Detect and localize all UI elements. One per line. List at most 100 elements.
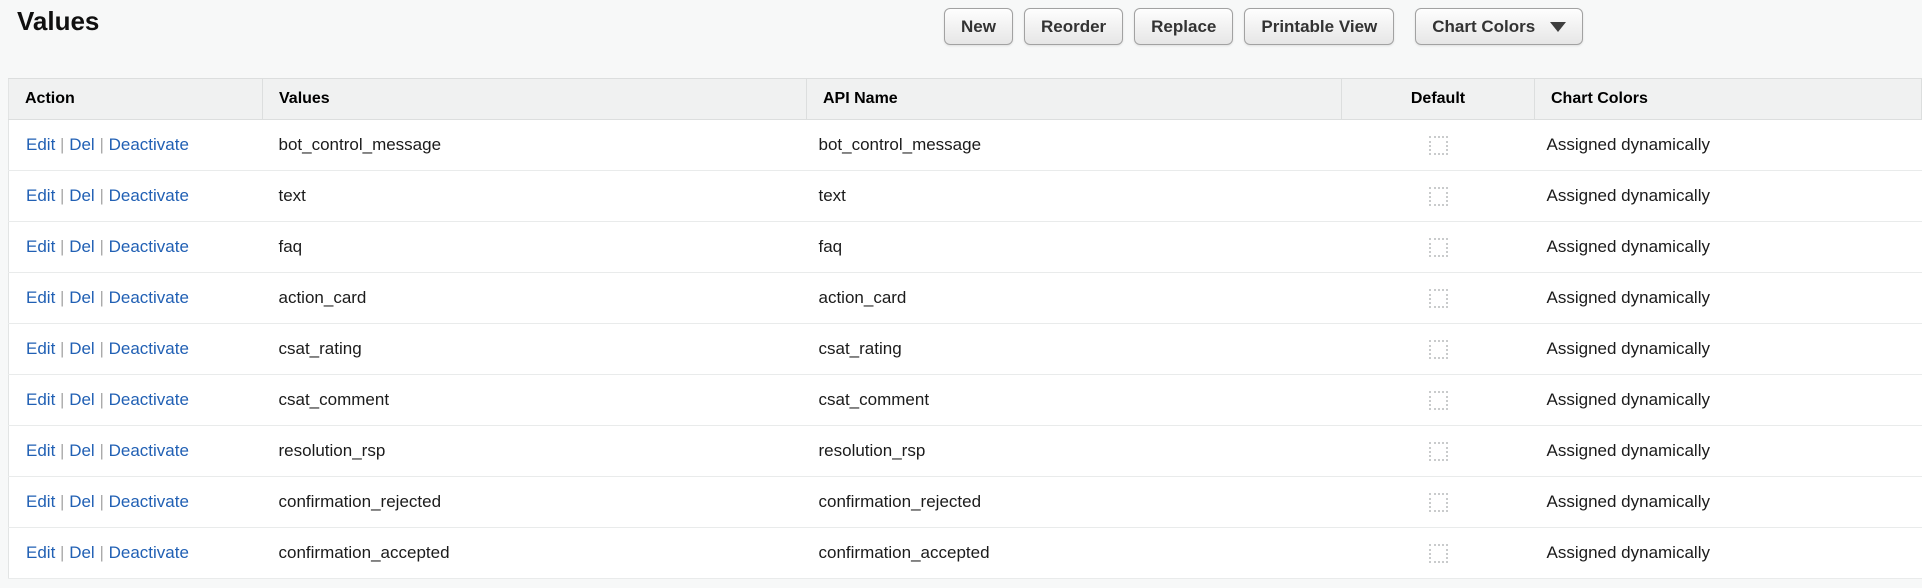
link-separator: |	[60, 186, 65, 205]
default-checkbox	[1428, 340, 1448, 359]
edit-link[interactable]: Edit	[26, 339, 56, 358]
page-title: Values	[17, 6, 100, 36]
del-link[interactable]: Del	[69, 543, 95, 562]
action-cell: Edit | Del | Deactivate	[8, 221, 263, 273]
default-checkbox	[1428, 391, 1448, 410]
link-separator: |	[60, 441, 65, 460]
action-cell: Edit | Del | Deactivate	[8, 119, 263, 171]
value-cell: csat_comment	[262, 374, 807, 426]
del-link[interactable]: Del	[69, 237, 95, 256]
action-cell: Edit | Del | Deactivate	[8, 374, 263, 426]
value-cell: action_card	[262, 272, 807, 324]
deactivate-link[interactable]: Deactivate	[108, 543, 189, 562]
link-separator: |	[60, 288, 65, 307]
reorder-button[interactable]: Reorder	[1023, 8, 1124, 45]
deactivate-link[interactable]: Deactivate	[108, 237, 189, 256]
chart-colors-cell: Assigned dynamically	[1534, 527, 1922, 579]
edit-link[interactable]: Edit	[26, 441, 56, 460]
api-name-cell: faq	[806, 221, 1342, 273]
default-cell	[1341, 221, 1535, 273]
link-separator: |	[99, 135, 104, 154]
column-header-action: Action	[8, 78, 263, 120]
value-cell: faq	[262, 221, 807, 273]
chart-colors-cell: Assigned dynamically	[1534, 119, 1922, 171]
default-checkbox	[1428, 136, 1448, 155]
deactivate-link[interactable]: Deactivate	[108, 390, 189, 409]
chart-colors-cell: Assigned dynamically	[1534, 170, 1922, 222]
del-link[interactable]: Del	[69, 441, 95, 460]
edit-link[interactable]: Edit	[26, 237, 56, 256]
table-row: Edit | Del | Deactivate csat_comment csa…	[8, 374, 1922, 426]
deactivate-link[interactable]: Deactivate	[108, 441, 189, 460]
api-name-cell: confirmation_rejected	[806, 476, 1342, 528]
link-separator: |	[60, 390, 65, 409]
edit-link[interactable]: Edit	[26, 492, 56, 511]
column-header-api-name: API Name	[806, 78, 1342, 120]
chart-colors-cell: Assigned dynamically	[1534, 476, 1922, 528]
new-button[interactable]: New	[944, 8, 1013, 45]
table-row: Edit | Del | Deactivate faq faq Assigned…	[8, 221, 1922, 273]
link-separator: |	[99, 186, 104, 205]
table-row: Edit | Del | Deactivate resolution_rsp r…	[8, 425, 1922, 477]
default-checkbox	[1428, 442, 1448, 461]
edit-link[interactable]: Edit	[26, 186, 56, 205]
edit-link[interactable]: Edit	[26, 390, 56, 409]
deactivate-link[interactable]: Deactivate	[108, 339, 189, 358]
printable-view-button[interactable]: Printable View	[1244, 8, 1395, 45]
deactivate-link[interactable]: Deactivate	[108, 186, 189, 205]
del-link[interactable]: Del	[69, 288, 95, 307]
action-cell: Edit | Del | Deactivate	[8, 272, 263, 324]
api-name-cell: csat_comment	[806, 374, 1342, 426]
api-name-cell: csat_rating	[806, 323, 1342, 375]
del-link[interactable]: Del	[69, 492, 95, 511]
api-name-cell: action_card	[806, 272, 1342, 324]
value-cell: csat_rating	[262, 323, 807, 375]
del-link[interactable]: Del	[69, 390, 95, 409]
default-cell	[1341, 272, 1535, 324]
default-checkbox	[1428, 544, 1448, 563]
table-header-row: Action Values API Name Default Chart Col…	[8, 78, 1922, 120]
default-checkbox	[1428, 238, 1448, 257]
chart-colors-cell: Assigned dynamically	[1534, 425, 1922, 477]
edit-link[interactable]: Edit	[26, 543, 56, 562]
del-link[interactable]: Del	[69, 339, 95, 358]
column-header-values: Values	[262, 78, 807, 120]
api-name-cell: text	[806, 170, 1342, 222]
table-row: Edit | Del | Deactivate action_card acti…	[8, 272, 1922, 324]
table-row: Edit | Del | Deactivate text text Assign…	[8, 170, 1922, 222]
edit-link[interactable]: Edit	[26, 288, 56, 307]
table-header: Action Values API Name Default Chart Col…	[8, 78, 1922, 120]
chart-colors-cell: Assigned dynamically	[1534, 374, 1922, 426]
table-body: Edit | Del | Deactivate bot_control_mess…	[8, 119, 1922, 579]
deactivate-link[interactable]: Deactivate	[108, 492, 189, 511]
default-cell	[1341, 527, 1535, 579]
chart-colors-dropdown-button[interactable]: Chart Colors	[1415, 8, 1584, 45]
default-cell	[1341, 374, 1535, 426]
replace-button[interactable]: Replace	[1134, 8, 1234, 45]
table-row: Edit | Del | Deactivate confirmation_acc…	[8, 527, 1922, 579]
default-cell	[1341, 323, 1535, 375]
chart-colors-cell: Assigned dynamically	[1534, 221, 1922, 273]
chart-colors-cell: Assigned dynamically	[1534, 323, 1922, 375]
action-cell: Edit | Del | Deactivate	[8, 527, 263, 579]
table-row: Edit | Del | Deactivate bot_control_mess…	[8, 119, 1922, 171]
chart-colors-cell: Assigned dynamically	[1534, 272, 1922, 324]
caret-down-icon	[1550, 21, 1567, 32]
link-separator: |	[99, 288, 104, 307]
link-separator: |	[60, 492, 65, 511]
header-bar: Values New Reorder Replace Printable Vie…	[0, 0, 1922, 78]
del-link[interactable]: Del	[69, 186, 95, 205]
action-cell: Edit | Del | Deactivate	[8, 323, 263, 375]
deactivate-link[interactable]: Deactivate	[108, 288, 189, 307]
api-name-cell: confirmation_accepted	[806, 527, 1342, 579]
default-cell	[1341, 170, 1535, 222]
deactivate-link[interactable]: Deactivate	[108, 135, 189, 154]
link-separator: |	[60, 339, 65, 358]
toolbar: New Reorder Replace Printable View Chart…	[944, 8, 1584, 45]
api-name-cell: bot_control_message	[806, 119, 1342, 171]
del-link[interactable]: Del	[69, 135, 95, 154]
action-cell: Edit | Del | Deactivate	[8, 425, 263, 477]
link-separator: |	[60, 237, 65, 256]
value-cell: confirmation_accepted	[262, 527, 807, 579]
edit-link[interactable]: Edit	[26, 135, 56, 154]
